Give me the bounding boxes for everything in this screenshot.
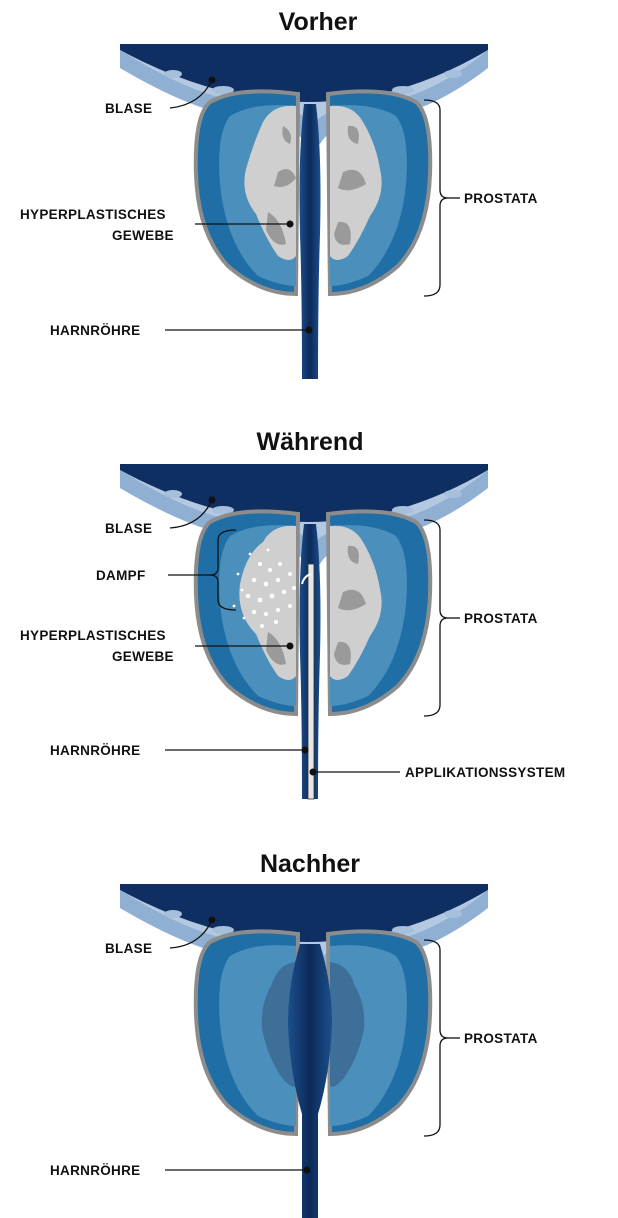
panel-title: Während bbox=[257, 428, 364, 456]
label-gewebe-line1: HYPERPLASTISCHES bbox=[20, 628, 166, 643]
label-gewebe-line2: GEWEBE bbox=[112, 649, 174, 664]
anatomy-illustration bbox=[120, 884, 488, 1218]
label-prostata: PROSTATA bbox=[464, 611, 538, 626]
label-blase: BLASE bbox=[105, 941, 152, 956]
label-blase: BLASE bbox=[105, 521, 152, 536]
panel-title: Vorher bbox=[279, 8, 358, 36]
label-prostata: PROSTATA bbox=[464, 191, 538, 206]
label-harnroehre: HARNRÖHRE bbox=[50, 1163, 140, 1178]
label-prostata: PROSTATA bbox=[464, 1031, 538, 1046]
panel-waehrend: Während bbox=[20, 428, 565, 799]
panel-nachher: Nachher BLASE PROSTATA HARNRÖHRE bbox=[50, 850, 538, 1218]
label-dampf: DAMPF bbox=[96, 568, 146, 583]
label-gewebe-line2: GEWEBE bbox=[112, 228, 174, 243]
label-gewebe-line1: HYPERPLASTISCHES bbox=[20, 207, 166, 222]
label-harnroehre: HARNRÖHRE bbox=[50, 323, 140, 338]
label-blase: BLASE bbox=[105, 101, 152, 116]
label-harnroehre: HARNRÖHRE bbox=[50, 743, 140, 758]
label-applikationssystem: APPLIKATIONSSYSTEM bbox=[405, 765, 565, 780]
anatomy-illustration bbox=[120, 44, 488, 379]
panel-vorher: Vorher BLASE PROSTATA HYPERPLASTISCHES bbox=[20, 8, 538, 379]
panel-title: Nachher bbox=[260, 850, 360, 878]
